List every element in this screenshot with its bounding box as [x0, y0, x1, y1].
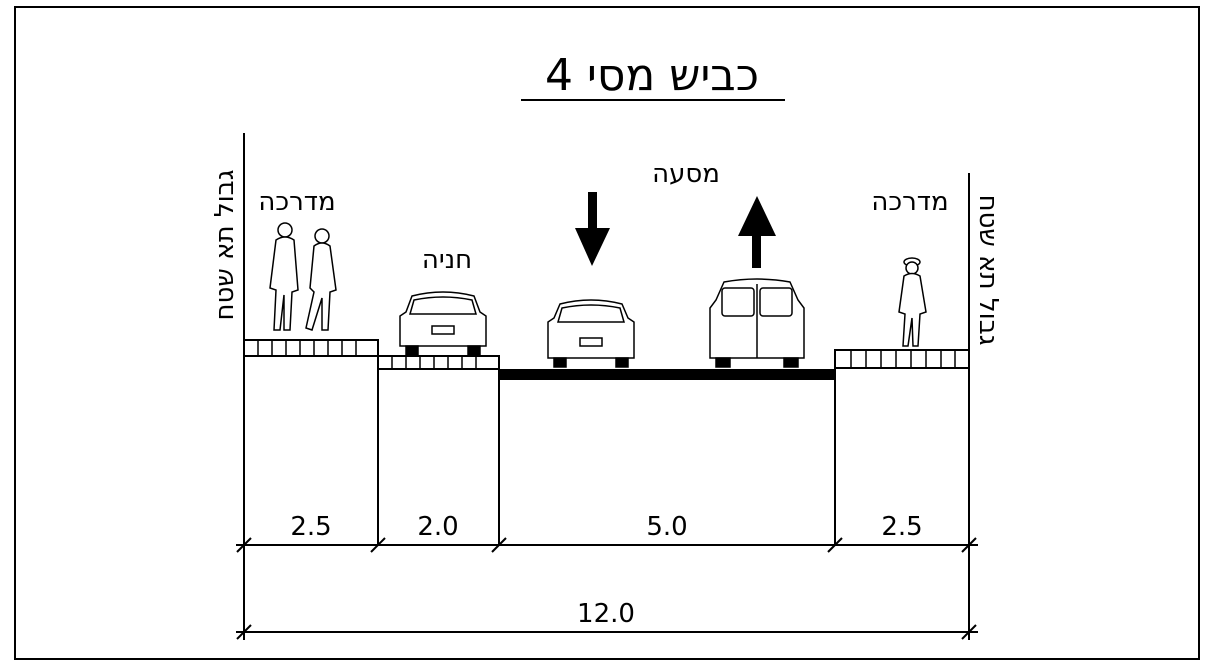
sidewalk-left: [243, 339, 379, 545]
dim-sidewalk-right: 2.5: [881, 512, 922, 542]
car-icon: [547, 299, 635, 368]
label-sidewalk-right: מדרכה: [871, 187, 948, 217]
dimension-line-total: [236, 624, 978, 640]
pedestrians-icon: [269, 222, 337, 331]
dim-total: 12.0: [577, 599, 635, 629]
pedestrian-icon: [898, 257, 927, 347]
dim-roadway: 5.0: [646, 512, 687, 542]
label-parking: חניה: [422, 245, 472, 275]
sidewalk-right: [834, 349, 970, 369]
arrow-down-icon: [575, 192, 610, 266]
dimension-line-zones: [236, 537, 978, 553]
parking-strip: [377, 355, 500, 545]
van-icon: [709, 278, 805, 368]
section-title: כביש מסי 4: [545, 50, 759, 101]
label-sidewalk-left: מדרכה: [258, 187, 335, 217]
boundary-label-right: גבול תא שטח: [973, 195, 1003, 346]
dim-sidewalk-left: 2.5: [290, 512, 331, 542]
roadway-surface: [499, 369, 835, 380]
boundary-label-left: גבול תא שטח: [210, 170, 240, 321]
parked-car-icon: [399, 291, 487, 357]
dim-parking: 2.0: [417, 512, 458, 542]
arrow-up-icon: [738, 196, 776, 268]
label-roadway: מסעה: [652, 159, 720, 189]
